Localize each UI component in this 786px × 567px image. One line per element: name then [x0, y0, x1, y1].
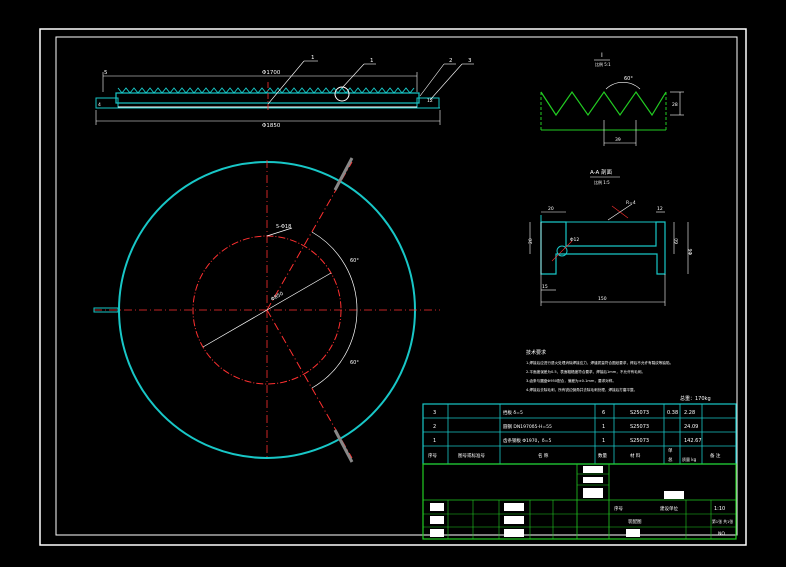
bom-header-code: 图号或标准号	[458, 452, 485, 459]
bom-header-material: 材 料	[630, 452, 641, 459]
bom-row-no: 2	[433, 424, 436, 430]
section-a-dim-left-top: 20	[548, 206, 554, 212]
inner-border	[55, 36, 738, 536]
stamp-block	[664, 491, 684, 499]
detail-i-label: I	[601, 52, 603, 59]
outer-border	[39, 28, 747, 546]
bom-row-unit: 0.38	[667, 410, 678, 416]
title-label-sheet: 序号	[614, 505, 623, 512]
top-view: Φ1700 Φ1850 5 1 1 2 3 4 12	[95, 55, 474, 129]
bom-row-qty: 1	[602, 438, 605, 444]
bom-header-mass: 质量 kg	[682, 456, 697, 462]
label-pcd: Φ850	[270, 291, 285, 303]
notes-line-2: 2.平面度误差为0.5，表面粗糙度符合要求，焊接后1mm，不允许有毛刺。	[526, 369, 645, 374]
notes-line-1: 1.焊接后应进行退火处理消除焊接应力，焊缝质量符合图纸要求，焊后不允许有裂纹等缺…	[526, 360, 673, 365]
section-a-dim-small: 15	[542, 284, 548, 290]
bom-row-name: 圆钢 DN1970δ5-H=55	[503, 423, 552, 430]
bom-row-total: 24.09	[684, 424, 698, 430]
title-label-sheet-no: 第1张 共1张	[712, 519, 733, 524]
stamp-block	[504, 529, 524, 537]
top-dim-outer: Φ1850	[262, 123, 281, 129]
section-a-profile	[540, 221, 666, 275]
bom-row-material: S25073	[630, 424, 649, 430]
angle-lower: 60°	[350, 360, 359, 366]
notes-title: 技术要求	[526, 349, 546, 356]
bom-row-qty: 6	[602, 410, 605, 416]
detail-i-angle: 60°	[624, 76, 633, 82]
bom-header-no: 序号	[428, 452, 437, 459]
bom-header-name: 名 称	[538, 452, 549, 459]
notes-line-3: 3.齿条与圆盘Φ950配合，偏差为±0.1mm，要求对称。	[526, 378, 616, 383]
bom-header-total: 总	[668, 456, 673, 463]
title-label-company: 建设单位	[660, 505, 678, 512]
title-label-drawing: 装配图	[628, 518, 642, 525]
bom-row-name: 挡板 δ=5	[503, 409, 523, 416]
callout-1a: 1	[311, 55, 315, 61]
callout-1b: 1	[370, 58, 374, 64]
title-label-scale: 1:10	[714, 506, 725, 512]
stamp-block	[430, 503, 444, 511]
top-dim-inner: Φ1700	[262, 70, 281, 76]
section-a-scale: 比例 1:5	[594, 179, 610, 185]
stamp-block	[583, 488, 603, 498]
technical-notes: 技术要求 1.焊接后应进行退火处理消除焊接应力，焊缝质量符合图纸要求，焊后不允许…	[526, 349, 711, 402]
notes-line-4: 4.焊接后去除毛刺，所有锐边倒角并去除毛刺处理，焊接后打磨平整。	[526, 387, 637, 392]
stamp-block	[583, 466, 603, 473]
section-a-dim-bottom: 150	[598, 296, 607, 302]
rack-teeth	[117, 87, 415, 94]
callout-3: 3	[468, 58, 472, 64]
section-a: A-A 剖面 比例 1:5 150 15 20 12 R=4 20 60 Φ6 …	[528, 168, 694, 306]
section-a-dim-right-top: 12	[657, 206, 663, 212]
bom-row-no: 1	[433, 438, 436, 444]
stamp-block	[583, 477, 603, 483]
bom-row-total: 2.28	[684, 410, 695, 416]
angle-upper: 60°	[350, 258, 359, 264]
section-a-h-far: Φ6	[688, 248, 694, 255]
stamp-block	[430, 529, 444, 537]
main-view: Φ850 5-Φ18 60° 60°	[93, 157, 440, 463]
svg-text:12: 12	[427, 98, 433, 104]
detail-i: I 比例 5:1 60° 28 39	[540, 52, 684, 146]
stamp-block	[430, 516, 444, 524]
bom-row-qty: 1	[602, 424, 605, 430]
bom-table: 3 挡板 δ=5 6 S25073 0.38 2.28 2 圆钢 DN1970δ…	[422, 403, 737, 465]
svg-text:4: 4	[98, 102, 101, 108]
top-label-left: 5	[104, 70, 108, 76]
detail-i-pitch: 39	[615, 137, 621, 143]
bom-header-remark: 备 注	[710, 452, 721, 459]
detail-i-height: 28	[672, 102, 678, 108]
bom-header-qty: 数量	[598, 452, 607, 459]
section-a-title: A-A 剖面	[590, 168, 613, 176]
stamp-block	[504, 503, 524, 511]
callout-2: 2	[449, 58, 453, 64]
weight-label: 总重：170kg	[680, 395, 711, 402]
title-block: 序号 建设单位 1:10 装配图 第1张 共1张 NO	[422, 463, 737, 540]
section-a-h-right: 60	[674, 238, 680, 244]
bom-row-material: S25073	[630, 410, 649, 416]
detail-i-sublabel: 比例 5:1	[595, 61, 611, 67]
label-holes: 5-Φ18	[276, 224, 291, 230]
bom-row-no: 3	[433, 410, 436, 416]
section-a-h-left: 20	[528, 238, 534, 244]
bom-header-unit: 单	[668, 447, 673, 454]
section-a-hole: Φ12	[570, 237, 579, 243]
bom-row-name: 齿条钢板 Φ1970，δ=5	[503, 437, 551, 444]
section-a-gap: R=4	[626, 200, 636, 206]
bom-row-total: 142.67	[684, 438, 702, 444]
stamp-block	[504, 516, 524, 524]
title-label-rev: NO	[718, 531, 725, 537]
detail-i-teeth	[540, 90, 667, 117]
bom-row-material: S25073	[630, 438, 649, 444]
stamp-block	[626, 529, 640, 537]
